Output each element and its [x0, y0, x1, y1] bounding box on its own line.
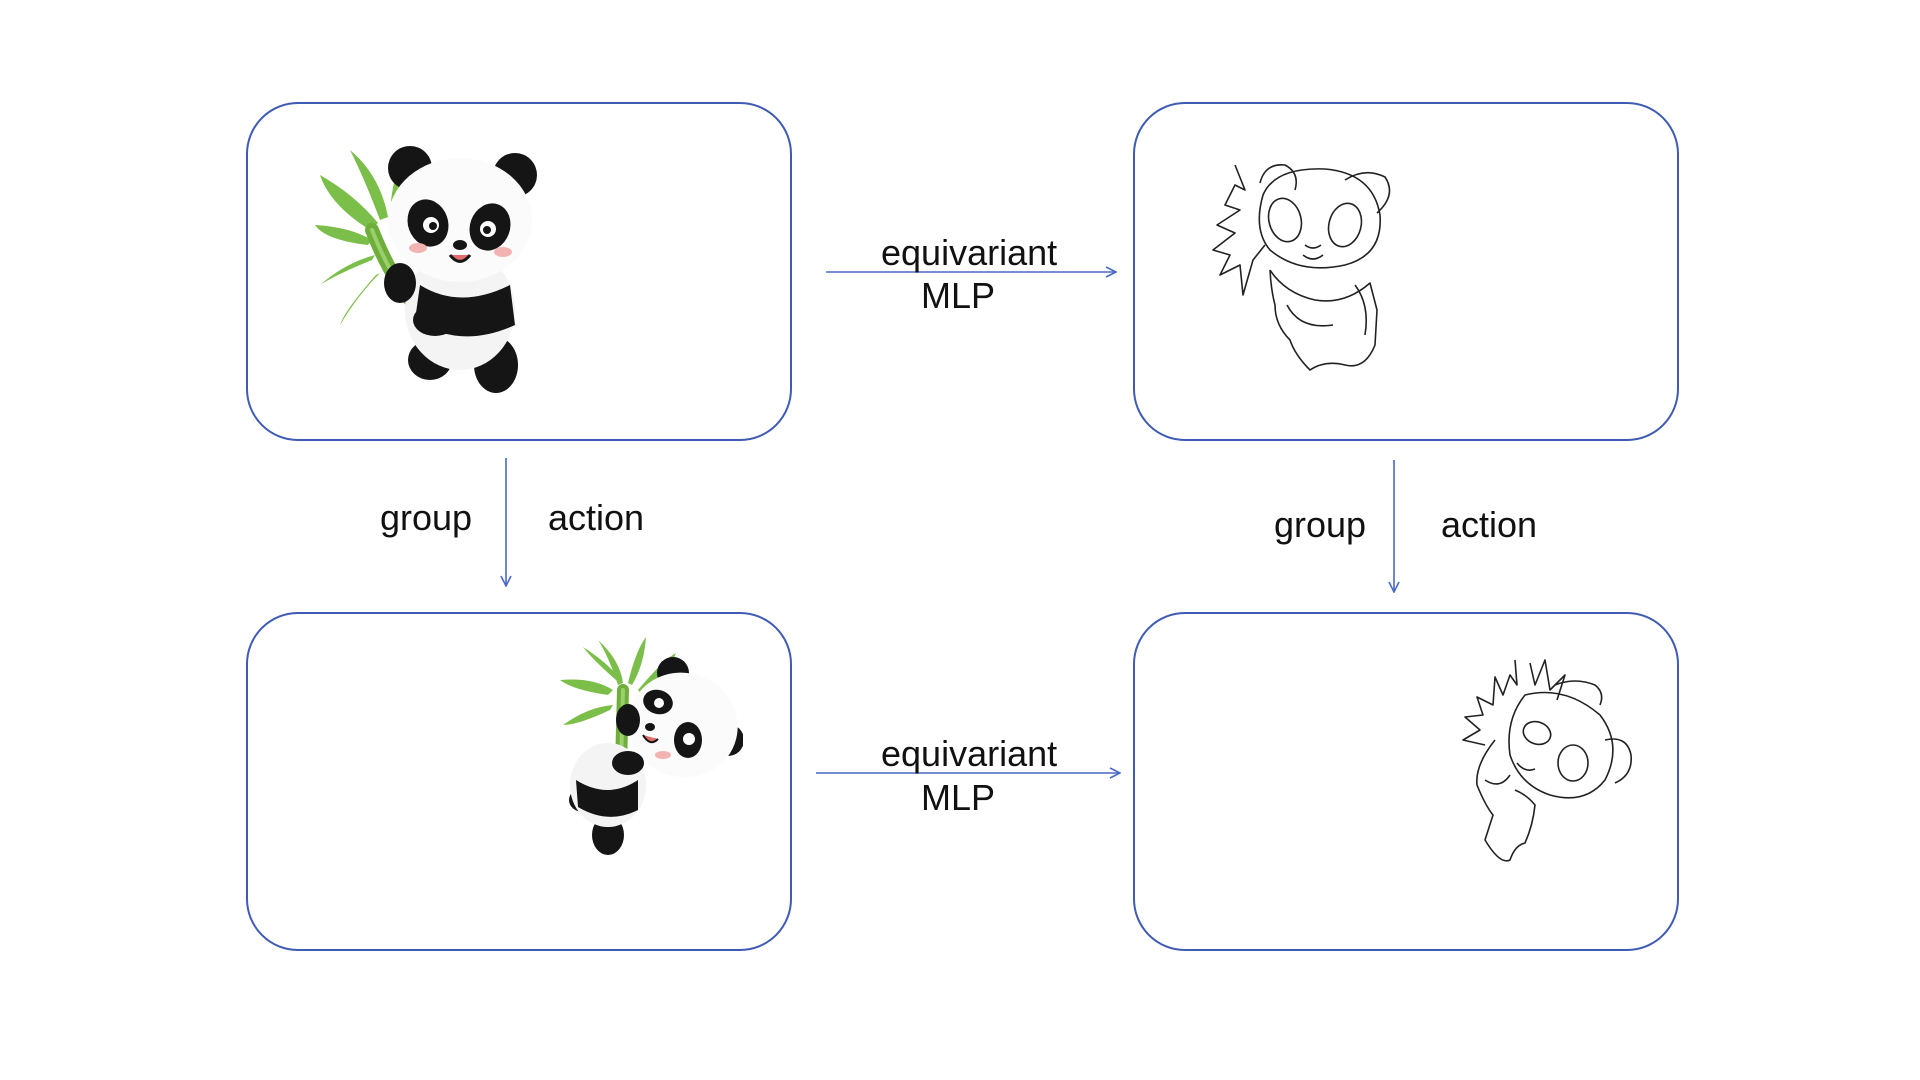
panda-sketch-icon: [1212, 164, 1391, 371]
right-arrow-label-action: action: [1441, 504, 1538, 545]
left-arrow-label-action: action: [548, 497, 645, 538]
left-arrow-label-group: group: [380, 497, 473, 538]
bottom-arrow-label-line1: equivariant: [881, 733, 1058, 774]
shifted-panda-sketch-icon: [1462, 659, 1632, 862]
right-arrow-label-group: group: [1274, 504, 1367, 545]
panel-bottom-left-transformed-input: [246, 612, 792, 951]
top-arrow-label-line1: equivariant: [881, 232, 1058, 273]
bottom-arrow-label-line2: MLP: [921, 777, 996, 818]
top-arrow-label-line2: MLP: [921, 275, 996, 316]
shifted-panda-image-icon: [560, 637, 743, 855]
panda-image-icon: [315, 146, 537, 393]
panel-top-right-output: [1133, 102, 1679, 441]
panel-bottom-right-transformed-output: [1133, 612, 1679, 951]
